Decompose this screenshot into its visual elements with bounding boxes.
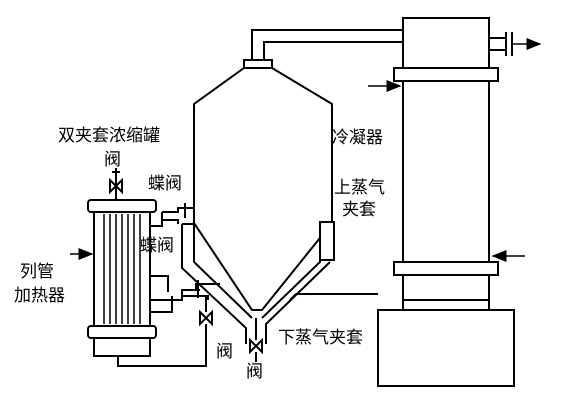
mid-butterfly-valve [182,280,220,300]
bottom-valve [249,318,263,362]
tube-heater [70,199,200,357]
label-tube-heater-line1: 列管 [20,262,54,282]
condensate-line [289,293,378,301]
label-jacket: 夹套 [342,200,376,220]
label-lower-steam-jacket: 下蒸气夹套 [278,328,363,348]
bypass-valve [117,296,213,367]
label-condenser: 冷凝器 [332,128,383,148]
label-valve-mid: 阀 [216,342,233,362]
label-valve-top: 阀 [104,150,121,170]
label-valve-bottom: 阀 [246,362,263,382]
condenser [368,17,542,387]
label-butterfly-valve-top: 蝶阀 [148,174,182,194]
heater-top-valve [109,168,123,200]
label-upper-steam: 上蒸气 [334,178,385,198]
label-tube-heater-line2: 加热器 [14,286,65,306]
top-connection [162,203,194,224]
label-concentration-tank: 双夹套浓缩罐 [58,126,160,146]
concentration-tank [181,59,335,344]
label-butterfly-valve-mid: 蝶阀 [140,236,174,256]
vapor-pipe [251,29,403,60]
